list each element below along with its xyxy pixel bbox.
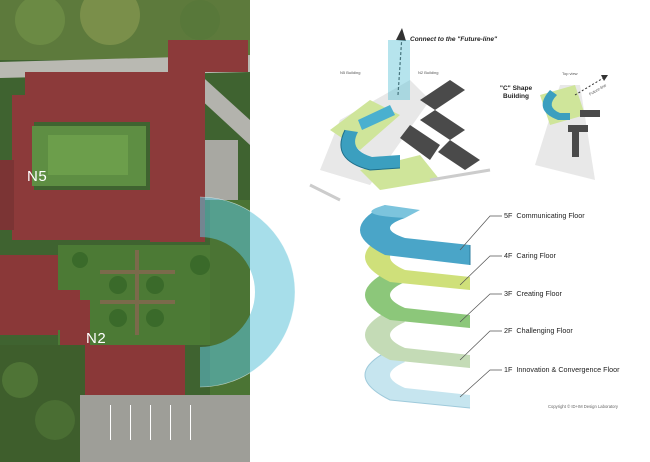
top-view-diagram: "C" Shape Building Top view Future-line bbox=[480, 65, 620, 185]
building-label-n2: N2 bbox=[86, 330, 106, 347]
top-view-label: Top view bbox=[562, 71, 578, 76]
building-label-n5: N5 bbox=[27, 168, 47, 185]
floor-4f-label: 4F Caring Floor bbox=[504, 251, 556, 260]
floor-stack-diagram: 5F Communicating Floor 4F Caring Floor 3… bbox=[330, 190, 640, 430]
aerial-photo: N5 N2 bbox=[0, 0, 250, 462]
site-isometric-diagram: Connect to the "Future-line" N5 Building… bbox=[300, 20, 500, 205]
n5-building-label: N5 Building bbox=[340, 70, 360, 75]
c-shape-building-label: "C" Shape Building bbox=[488, 85, 544, 101]
copyright-text: Copyright © ID+IM Design Laboratory bbox=[548, 404, 618, 409]
floor-1f-label: 1F Innovation & Convergence Floor bbox=[504, 365, 619, 374]
floor-5f-label: 5F Communicating Floor bbox=[504, 211, 585, 220]
floor-3f-label: 3F Creating Floor bbox=[504, 289, 562, 298]
floor-2f-label: 2F Challenging Floor bbox=[504, 326, 573, 335]
connect-future-line-label: Connect to the "Future-line" bbox=[410, 36, 497, 43]
n2-building-label: N2 Building bbox=[418, 70, 438, 75]
